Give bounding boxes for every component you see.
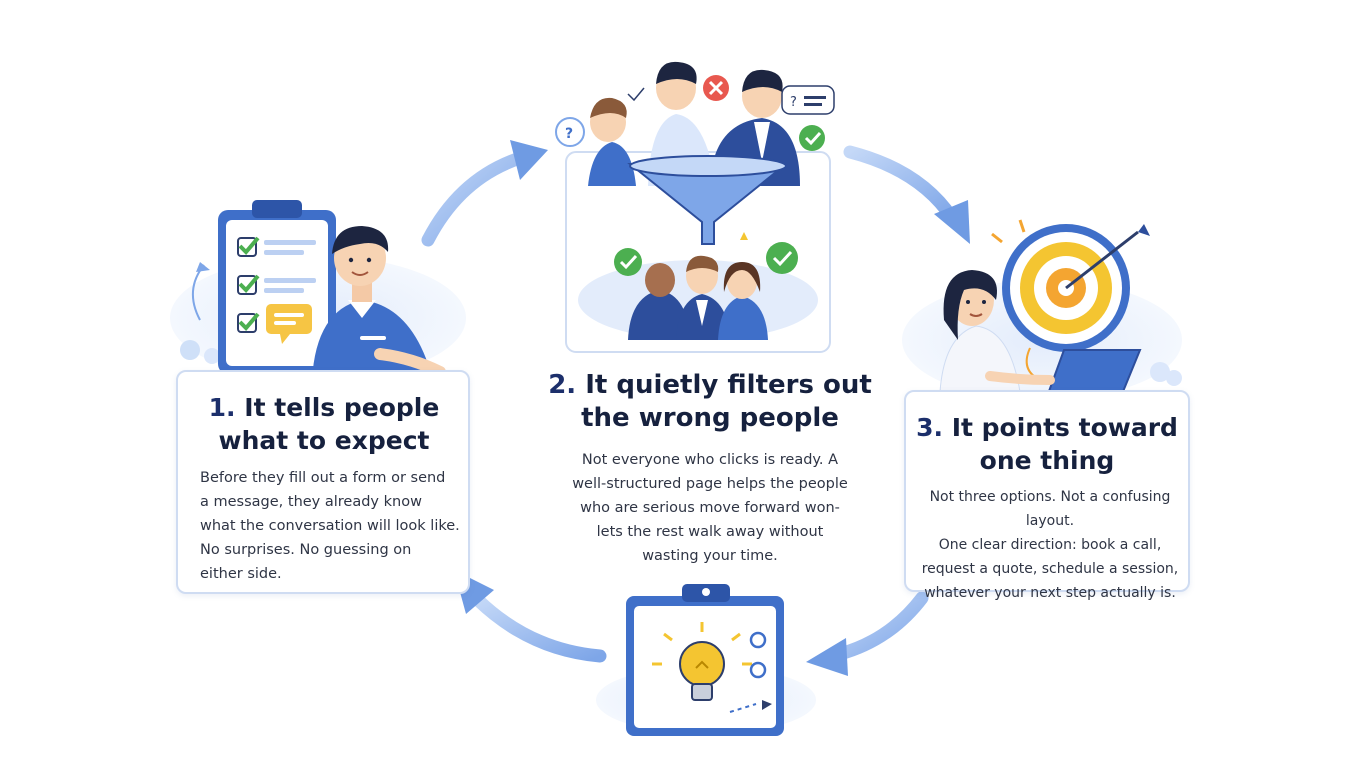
step-1-title: 1. It tells people what to expect (186, 391, 462, 457)
step-2-title-line-1: It quietly filters out (585, 370, 872, 400)
step-2-title-line-2: the wrong people (581, 403, 839, 433)
step-2-line: well-structured page helps the people (572, 476, 848, 492)
step-3-line: whatever your next step actually is. (924, 585, 1176, 601)
step-3-number: 3. (916, 413, 943, 442)
step-1-description: Before they fill out a form or send a me… (200, 466, 462, 586)
funnel-icon: ? ? (555, 61, 835, 353)
step-3-title-line-2: one thing (979, 446, 1115, 475)
step-2-line: who are serious move forward won- (580, 500, 840, 516)
step-2-title: 2. It quietly filters out the wrong peop… (500, 369, 920, 435)
checklist-clipboard-icon (170, 200, 466, 380)
step-1-title-line-1: It tells people (244, 393, 440, 422)
step-3-line: One clear direction: book a call, (938, 537, 1162, 553)
step-1-card (176, 370, 470, 594)
step-3-line: Not three options. Not a confusing layou… (929, 489, 1171, 529)
target-arrow-icon (902, 219, 1182, 400)
step-3-title: 3. It points toward one thing (908, 411, 1186, 477)
step-1-line: a message, they already know (200, 494, 422, 510)
lightbulb-clipboard-icon (596, 584, 816, 736)
step-1-line: Before they fill out a form or send (200, 470, 446, 486)
step-2-number: 2. (548, 370, 577, 400)
step-1-title-line-2: what to expect (218, 426, 430, 455)
cycle-arrow-icon (421, 140, 970, 676)
svg-text:?: ? (790, 95, 797, 110)
step-1-line: what the conversation will look like. (200, 518, 460, 534)
svg-text:?: ? (565, 126, 573, 142)
step-1-line: No surprises. No guessing on (200, 542, 412, 558)
step-3-title-line-1: It points toward (951, 413, 1178, 442)
step-1-line: either side. (200, 566, 282, 582)
step-1-number: 1. (208, 393, 236, 422)
step-3-card (904, 390, 1190, 592)
step-2-line: Not everyone who clicks is ready. A (581, 452, 839, 468)
step-2-description: Not everyone who clicks is ready. A well… (540, 448, 880, 568)
step-2-line: wasting your time. (642, 548, 778, 564)
step-2-line: lets the rest walk away without (596, 524, 824, 540)
step-3-line: request a quote, schedule a session, (921, 561, 1179, 577)
step-3-description: Not three options. Not a confusing layou… (912, 485, 1188, 605)
